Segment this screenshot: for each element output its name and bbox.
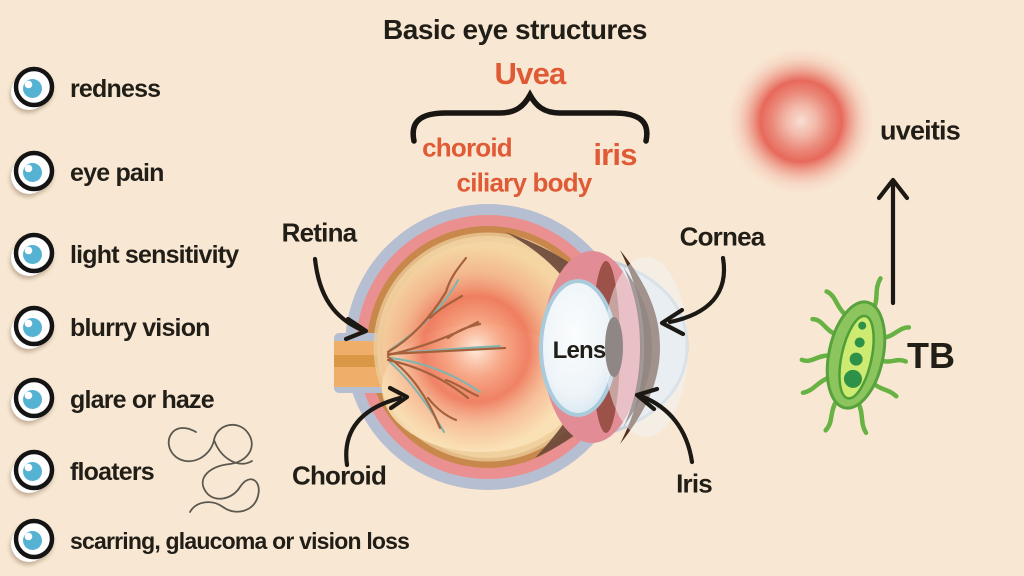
eye-icon [11, 449, 55, 493]
symptom-item-scarring-glaucoma-vision-loss: scarring, glaucoma or vision loss [8, 516, 410, 566]
uvea-component-ciliary-body: ciliary body [456, 167, 593, 198]
uvea-component-choroid: choroid [422, 132, 513, 163]
eye-icon [11, 150, 55, 194]
page-title: Basic eye structures [383, 14, 647, 45]
iris-arrow [634, 386, 695, 465]
symptom-label: glare or haze [70, 385, 215, 414]
symptom-label: light sensitivity [70, 240, 239, 269]
symptom-item-light-sensitivity: light sensitivity [8, 230, 239, 280]
retinal-vessels [386, 256, 507, 433]
symptom-item-eye-pain: eye pain [8, 148, 164, 198]
iris-label: Iris [676, 468, 713, 499]
uvea-brace [410, 89, 650, 144]
floaters-scribble-icon [167, 423, 260, 513]
eye-icon [11, 377, 55, 421]
eye-icon [11, 66, 55, 110]
choroid-label: Choroid [291, 460, 387, 491]
eye-illustration [334, 204, 689, 490]
eye-icon [11, 232, 55, 276]
symptom-label: redness [70, 74, 161, 103]
inflammation-glow-icon [727, 47, 875, 195]
symptom-item-redness: redness [8, 64, 161, 114]
causation-arrow [876, 177, 910, 306]
symptom-label: blurry vision [70, 313, 210, 342]
symptom-label: eye pain [70, 158, 164, 187]
uveitis-label: uveitis [880, 115, 961, 146]
uvea-component-iris: iris [593, 137, 637, 172]
tb-label: TB [907, 335, 955, 376]
cornea-label: Cornea [679, 221, 766, 252]
annotation-arrows [312, 177, 910, 468]
choroid-arrow [344, 385, 410, 468]
uvea-label: Uvea [494, 56, 567, 91]
symptom-item-glare-or-haze: glare or haze [8, 375, 215, 425]
cornea-arrow [659, 255, 727, 337]
eye-icon [11, 305, 55, 349]
symptom-label: scarring, glaucoma or vision loss [70, 527, 410, 554]
symptom-label: floaters [70, 457, 155, 486]
bacteria-icon [799, 276, 912, 436]
symptom-item-floaters: floaters [8, 447, 155, 497]
retina-arrow [312, 256, 369, 342]
eye-icon [11, 518, 55, 562]
retina-label: Retina [281, 217, 357, 248]
symptom-item-blurry-vision: blurry vision [8, 303, 210, 353]
lens-label: Lens [552, 337, 607, 364]
